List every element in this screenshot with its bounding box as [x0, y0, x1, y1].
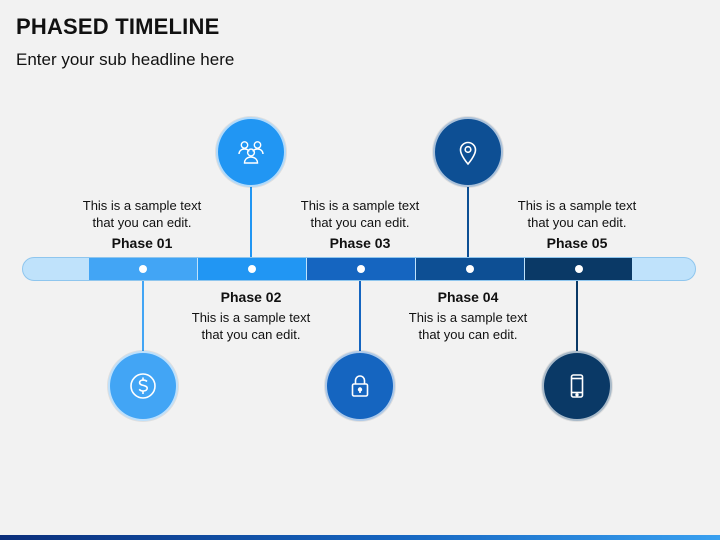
phase-05-name: Phase 05: [546, 235, 608, 251]
phase-02-description: This is a sample text that you can edit.: [191, 310, 311, 342]
timeline-dot: [466, 265, 474, 273]
team-icon: [238, 141, 264, 164]
connector-phase-01: [142, 281, 144, 351]
lock-icon: [351, 375, 369, 397]
timeline-dot: [357, 265, 365, 273]
timeline-segment-phase-04: [416, 258, 524, 280]
phase-03-icon-circle: [325, 351, 395, 421]
timeline-segment-phase-02: [198, 258, 306, 280]
timeline-segment-phase-03: [307, 258, 415, 280]
phase-03-description: This is a sample text that you can edit.: [300, 198, 420, 230]
phase-01-description: This is a sample text that you can edit.: [82, 198, 202, 230]
phase-04-label: Phase 04 This is a sample text that you …: [393, 289, 543, 343]
phase-03-name: Phase 03: [329, 235, 391, 251]
phase-04-description: This is a sample text that you can edit.: [408, 310, 528, 342]
phase-04-icon-circle: [433, 117, 503, 187]
phase-02-label: Phase 02 This is a sample text that you …: [176, 289, 326, 343]
phase-01-name: Phase 01: [111, 235, 173, 251]
timeline-dot: [574, 265, 583, 273]
location-pin-icon: [459, 141, 477, 166]
timeline-segment-phase-05: [525, 258, 632, 280]
phase-02-name: Phase 02: [220, 289, 282, 305]
phase-02-icon-circle: [216, 117, 286, 187]
footer-accent-bar: [0, 535, 720, 540]
smartphone-icon: [570, 374, 584, 398]
page-title: PHASED TIMELINE: [16, 14, 220, 39]
timeline-dot: [248, 265, 256, 273]
phase-05-description: This is a sample text that you can edit.: [517, 198, 637, 230]
connector-phase-03: [359, 281, 361, 351]
phase-01-icon-circle: [108, 351, 178, 421]
phase-01-label: This is a sample text that you can edit.…: [67, 197, 217, 252]
timeline-dot: [139, 265, 147, 273]
phase-04-name: Phase 04: [437, 289, 499, 305]
connector-phase-02: [250, 186, 252, 257]
phase-05-label: This is a sample text that you can edit.…: [502, 197, 652, 252]
dollar-icon: [130, 373, 156, 399]
phase-03-label: This is a sample text that you can edit.…: [285, 197, 435, 252]
timeline-bar: [22, 257, 696, 281]
connector-phase-05: [576, 281, 578, 351]
connector-phase-04: [467, 186, 469, 257]
phase-05-icon-circle: [542, 351, 612, 421]
timeline-segment-phase-01: [89, 258, 197, 280]
page-subtitle: Enter your sub headline here: [16, 50, 235, 69]
